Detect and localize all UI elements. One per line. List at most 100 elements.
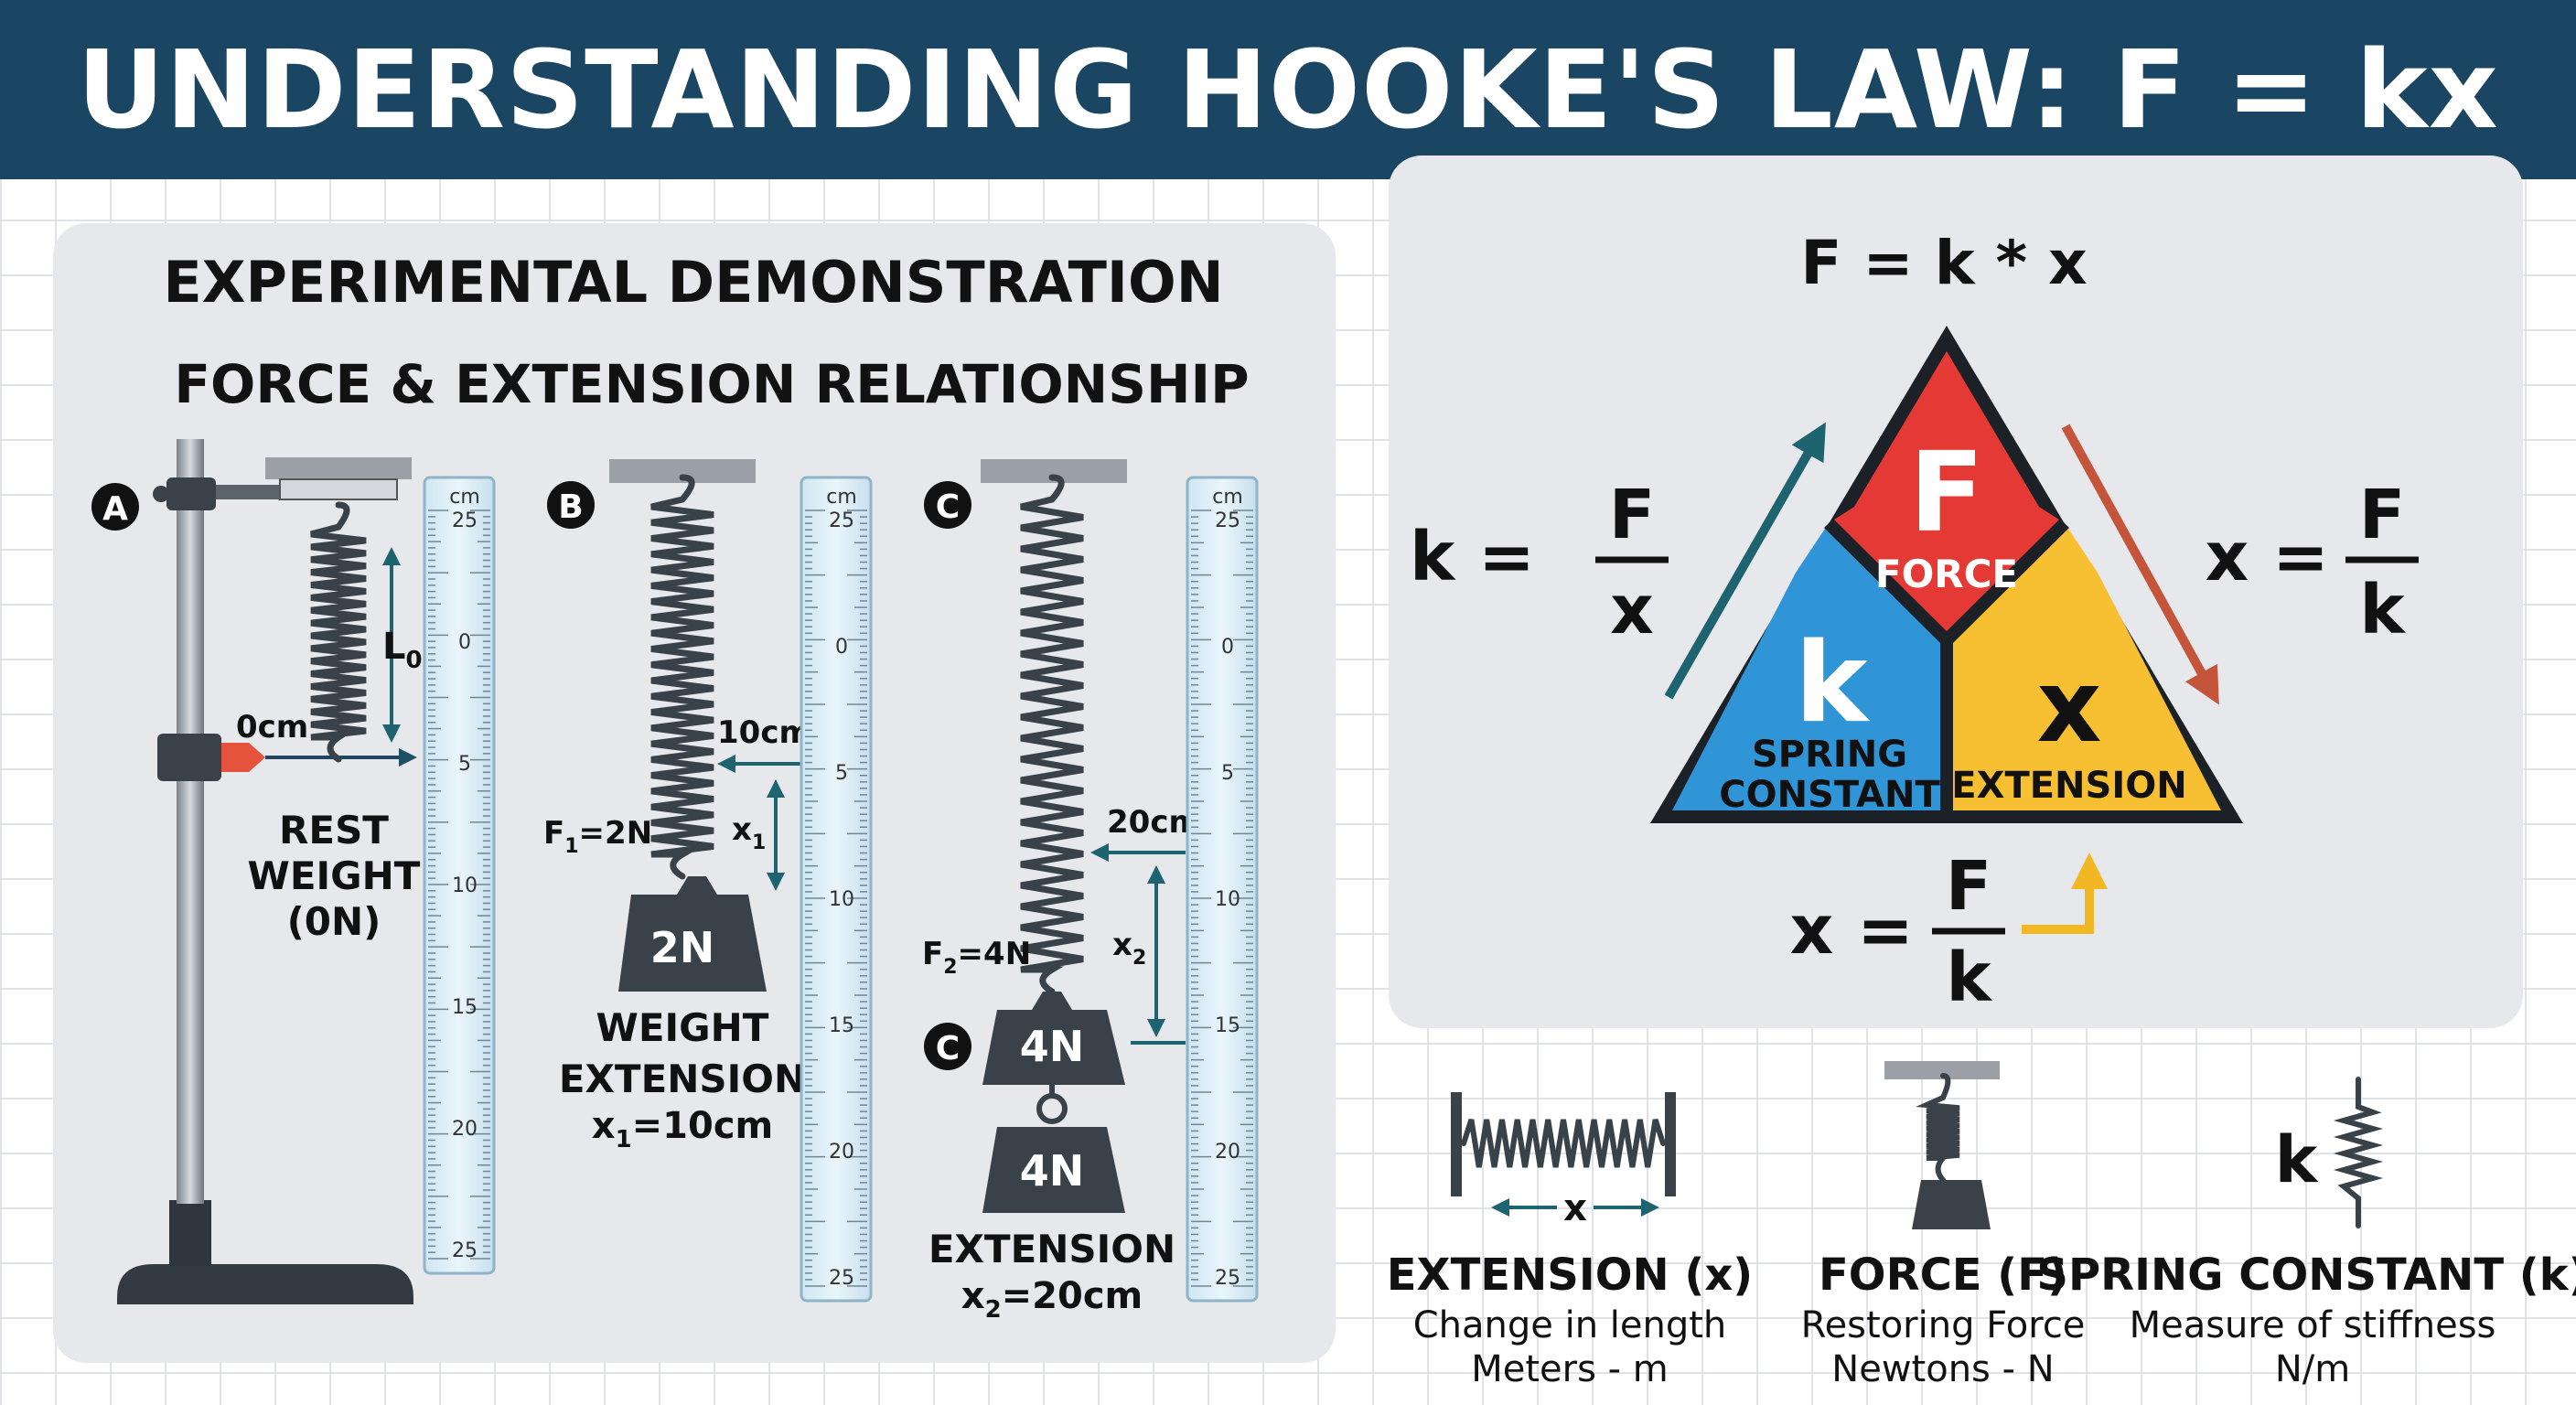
ruler-tick-label: 10 <box>452 874 478 897</box>
x-letter: x <box>2037 648 2102 765</box>
experiment-heading: EXPERIMENTAL DEMONSTRATION <box>163 249 1223 316</box>
force-c-label: F2=4N <box>922 936 1031 979</box>
caption-a-line1: REST <box>279 808 389 853</box>
hanging-spring-icon <box>1916 1073 1960 1183</box>
left-formula-lhs: k = <box>1410 518 1535 596</box>
legend-extension-title: EXTENSION (x) <box>1387 1249 1753 1301</box>
legend-force: FORCE (F) Restoring Force Newtons - N <box>1801 1061 2086 1390</box>
ruler-tick-label: 15 <box>1215 1014 1240 1037</box>
spring-constant-icon <box>2333 1077 2384 1228</box>
ruler-tick-label: 25 <box>1215 1267 1240 1290</box>
caption-b-line2: EXTENSION <box>559 1056 806 1101</box>
ruler-tick-label: 25 <box>452 1239 478 1262</box>
extension-c-label: x2 <box>1112 927 1146 970</box>
stand-pole <box>177 439 204 1204</box>
weight-4n-top <box>982 1010 1125 1085</box>
ruler-tick-label: 25 <box>829 1267 854 1290</box>
ruler-body <box>800 476 873 1303</box>
legend-extension-desc: Change in length <box>1413 1304 1727 1346</box>
legend-extension-unit: Meters - m <box>1471 1348 1669 1390</box>
force-b-label: F1=2N <box>543 815 652 858</box>
support-plate <box>265 457 412 479</box>
marker-b: B <box>558 488 583 526</box>
spring-label-line1: SPRING <box>1752 734 1907 776</box>
left-formula-den: x <box>1610 571 1654 649</box>
ruler-unit: cm <box>826 486 857 509</box>
ruler-tick-label: 0 <box>835 636 848 659</box>
spring-b <box>650 474 714 880</box>
setup-c: 4N 4N 20cm x2 F2=4N C C EXTENSION x2=20c… <box>922 459 1201 1324</box>
legend-force-title: FORCE (F) <box>1819 1249 2067 1301</box>
extension-section-label: EXTENSION <box>1951 765 2186 807</box>
result-c: x2=20cm <box>961 1275 1143 1324</box>
bottom-formula-num: F <box>1946 847 1992 926</box>
bottom-formula-lhs: x = <box>1790 891 1915 970</box>
caption-a-line3: (0N) <box>287 899 381 944</box>
zero-label: 0cm <box>236 709 308 745</box>
setup-a: L0 0cm A REST WEIGHT (0N) <box>91 439 423 1304</box>
weight-4n-bottom <box>982 1127 1125 1213</box>
k-letter: k <box>1795 620 1871 747</box>
right-formula-lhs: x = <box>2206 518 2330 596</box>
left-formula-num: F <box>1609 476 1656 554</box>
ruler-tick-label: 15 <box>452 996 478 1019</box>
top-clamp <box>166 477 216 510</box>
spring-a <box>310 501 367 763</box>
force-section-label: FORCE <box>1875 552 2018 596</box>
ruler-tick-label: 25 <box>452 509 478 532</box>
spring-constant-section <box>1672 523 1947 810</box>
weight-4n-bottom-label: 4N <box>1020 1146 1085 1196</box>
up-arrow <box>1664 422 1826 700</box>
horizontal-spring-icon <box>1461 1119 1666 1168</box>
spring-label-line2: CONSTANT <box>1719 774 1940 816</box>
right-formula-den: k <box>2359 571 2406 649</box>
marker-a: A <box>102 490 128 528</box>
legend-spring-desc: Measure of stiffness <box>2130 1304 2496 1346</box>
spring-constant-icon-label: k <box>2275 1122 2319 1197</box>
weight-4n-top-label: 4N <box>1020 1022 1085 1071</box>
marker-c-2: C <box>936 1030 960 1067</box>
setup-b: 2N 10cm x1 F1=2N B WEIGHT EXTENSION x1=1… <box>543 459 811 1153</box>
stand-foot <box>169 1200 211 1266</box>
formula-triangle: F = k * x F FORCE k SPRING CONSTANT x EX… <box>1410 228 2419 1017</box>
page-title: UNDERSTANDING HOOKE'S LAW: F = kx <box>77 27 2499 153</box>
caption-c: EXTENSION <box>928 1227 1175 1271</box>
extension-section <box>1947 523 2221 810</box>
main-equation: F = k * x <box>1800 228 2087 298</box>
extension-icon-label: x <box>1563 1187 1587 1229</box>
ruler-tick-label: 5 <box>1221 762 1234 785</box>
down-arrow <box>2061 424 2219 705</box>
right-formula-num: F <box>2359 476 2406 554</box>
force-section <box>1829 351 2065 640</box>
stand-base <box>117 1264 413 1304</box>
ruler-unit: cm <box>449 486 480 509</box>
extension-b-label: x1 <box>732 811 766 854</box>
legend-spring-title: SPRING CONSTANT (k) <box>2036 1249 2576 1301</box>
ruler-body <box>1186 476 1259 1303</box>
bottom-formula-den: k <box>1946 938 1992 1017</box>
ruler-tick-label: 10 <box>1215 888 1240 911</box>
caption-a-line2: WEIGHT <box>248 853 421 898</box>
ruler-body <box>423 476 496 1275</box>
rest-length-label: L0 <box>382 626 423 674</box>
ruler-tick-label: 15 <box>829 1014 854 1037</box>
legend-spring-unit: N/m <box>2275 1348 2350 1390</box>
legend-extension: x EXTENSION (x) Change in length Meters … <box>1387 1092 1753 1390</box>
ruler-tick-label: 25 <box>1215 509 1240 532</box>
spring-c <box>1020 474 1084 995</box>
force-letter: F <box>1909 430 1984 557</box>
ruler-tick-label: 5 <box>458 753 471 776</box>
experiment-subheading: FORCE & EXTENSION RELATIONSHIP <box>174 353 1249 415</box>
pointer-b-label: 10cm <box>717 714 811 751</box>
ruler-tick-label: 25 <box>829 509 854 532</box>
ruler-tick-label: 20 <box>1215 1141 1240 1164</box>
marker-c: C <box>936 488 960 526</box>
ruler-tick-label: 0 <box>458 631 471 654</box>
ruler-tick-label: 5 <box>835 762 848 785</box>
pointer-clamp <box>157 734 221 781</box>
ruler-tick-label: 0 <box>1221 636 1234 659</box>
legend-force-desc: Restoring Force <box>1801 1304 2086 1346</box>
